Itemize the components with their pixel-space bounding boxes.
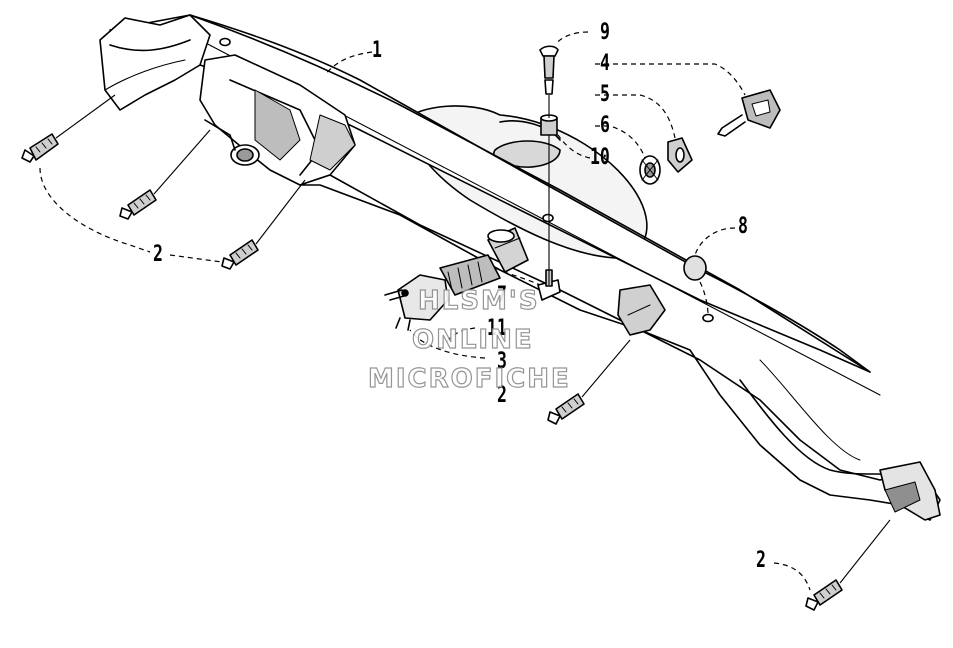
callout-2-center: 2 (497, 383, 507, 408)
washer-part (667, 137, 693, 173)
screw-part (539, 45, 559, 95)
callout-2-right: 2 (756, 548, 766, 573)
key-part (717, 89, 781, 137)
leader-lines (39, 31, 811, 591)
watermark-line-3: MICROFICHE (367, 364, 571, 394)
callout-9: 9 (600, 20, 610, 45)
lock-nut-part (639, 155, 661, 185)
bolt-upper-left (21, 133, 59, 163)
callout-8: 8 (738, 214, 748, 239)
bolt-lower-right (805, 579, 843, 611)
bolt-lower-left (221, 239, 259, 270)
watermark-line-2: ONLINE (411, 325, 534, 355)
ignition-switch-part (384, 254, 501, 331)
bushing-part (487, 227, 529, 273)
callout-3: 3 (497, 349, 507, 374)
console-housing-part (99, 14, 941, 521)
bolt-middle-left (119, 189, 157, 220)
callout-5: 5 (600, 82, 610, 107)
callout-11: 11 (487, 316, 507, 341)
watermark-line-1: HLSM'S (417, 286, 540, 316)
callout-2-left: 2 (153, 242, 163, 267)
callout-6: 6 (600, 113, 610, 138)
plug-part (683, 255, 707, 281)
callout-4: 4 (600, 51, 610, 76)
callout-7: 7 (497, 283, 507, 308)
callout-1: 1 (372, 38, 382, 63)
bolt-center (547, 393, 585, 425)
bolt-leaders (55, 94, 891, 584)
callout-10: 10 (590, 145, 610, 170)
